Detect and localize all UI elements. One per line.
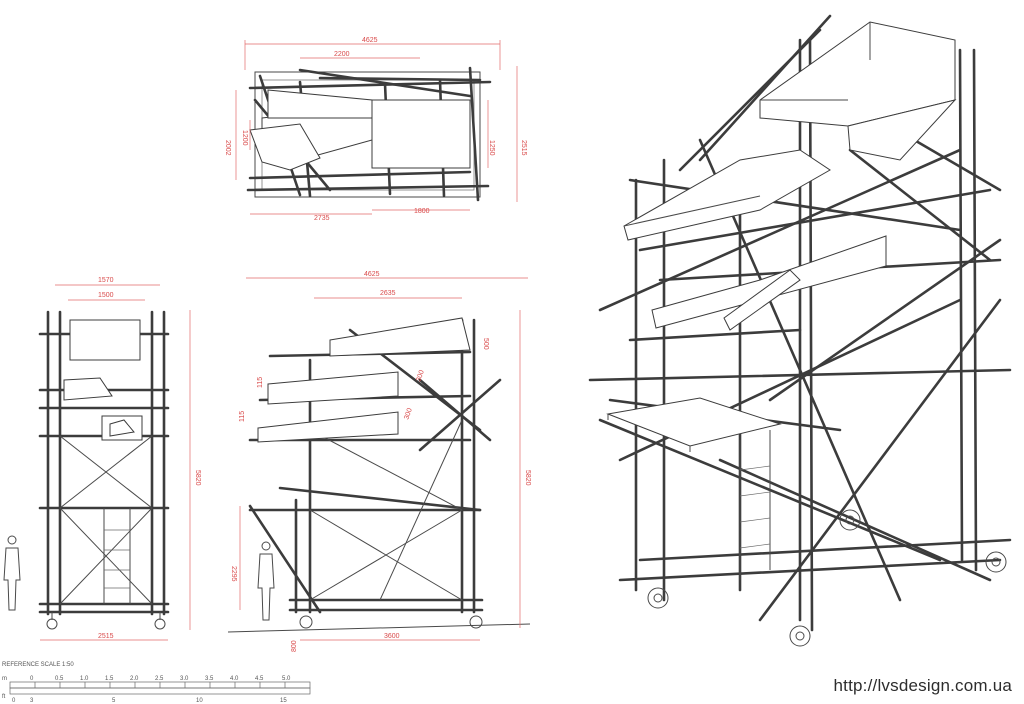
scale-ft-tick: 0 (12, 698, 16, 704)
plan-dim-overall-width: 2515 (520, 140, 527, 156)
plan-dim-left-width: 2002 (224, 140, 231, 156)
scale-ft-tick: 15 (280, 698, 287, 704)
scale-ft-tick: 3 (30, 698, 34, 704)
plan-dim-chute-width: 1200 (241, 130, 248, 146)
plan-view: 4625 2200 2515 2002 1250 1200 2735 1800 (224, 37, 527, 222)
plan-dim-chute-length: 2200 (334, 51, 350, 58)
caster-wheel (839, 509, 861, 531)
scale-title: REFERENCE SCALE 1:50 (2, 662, 74, 668)
scale-m-tick: 5.0 (282, 676, 291, 682)
scale-m-tick: 4.5 (255, 676, 264, 682)
scale-ft-tick: 10 (196, 698, 203, 704)
side-dim-top-width: 1570 (98, 277, 114, 284)
caster-wheel (985, 551, 1007, 573)
plan-dim-bottom-left: 2735 (314, 215, 330, 222)
side-dim-platform-width: 1500 (98, 292, 114, 299)
scale-m-tick: 0.5 (55, 676, 64, 682)
scale-ft-label: ft (2, 694, 6, 700)
scale-m-tick: 2.0 (130, 676, 139, 682)
front-dim-upper-length: 2635 (380, 290, 396, 297)
scale-m-tick: 4.0 (230, 676, 239, 682)
scale-m-tick: 2.5 (155, 676, 164, 682)
side-elevation: 1570 1500 5820 2515 (3, 277, 201, 641)
caster-wheel (647, 587, 669, 609)
front-dim-chute-offset-2: 115 (239, 411, 246, 422)
front-dim-base-length: 3600 (384, 633, 400, 640)
scale-m-tick: 3.0 (180, 676, 189, 682)
side-dim-base-width: 2515 (98, 633, 114, 640)
perspective-view (588, 14, 1012, 647)
front-dim-platform-height: 2295 (230, 566, 237, 582)
scale-m-tick: 1.0 (80, 676, 89, 682)
scale-m-tick: 1.5 (105, 676, 114, 682)
side-dim-height: 5820 (194, 470, 201, 486)
plan-dim-bottom-right: 1800 (414, 208, 430, 215)
front-dim-chute-thickness-2: 300 (403, 407, 414, 420)
front-dim-wheel-height: 800 (291, 640, 298, 652)
front-dim-overall-length: 4625 (364, 271, 380, 278)
front-elevation: 4625 2635 5820 2295 800 3600 500 115 115… (227, 271, 531, 652)
scale-bar: REFERENCE SCALE 1:50 m ft 0 0.5 1.0 1.5 … (2, 662, 311, 704)
front-dim-chute-offset-1: 115 (257, 377, 264, 388)
human-figure-middle (257, 541, 275, 621)
scale-m-tick: 3.5 (205, 676, 214, 682)
human-figure-left (3, 535, 21, 611)
front-dim-chute-thickness-1: 300 (415, 369, 426, 382)
scale-ft-tick: 5 (112, 698, 116, 704)
plan-dim-overall-length: 4625 (362, 37, 378, 44)
scale-m-label: m (2, 676, 7, 682)
caster-wheel (789, 625, 811, 647)
plan-dim-platform-width: 1250 (488, 140, 495, 156)
watermark-url: http://lvsdesign.com.ua (833, 676, 1012, 695)
front-dim-chute-depth: 500 (482, 338, 489, 350)
front-dim-height: 5820 (524, 470, 531, 486)
scale-m-tick: 0 (30, 676, 34, 682)
